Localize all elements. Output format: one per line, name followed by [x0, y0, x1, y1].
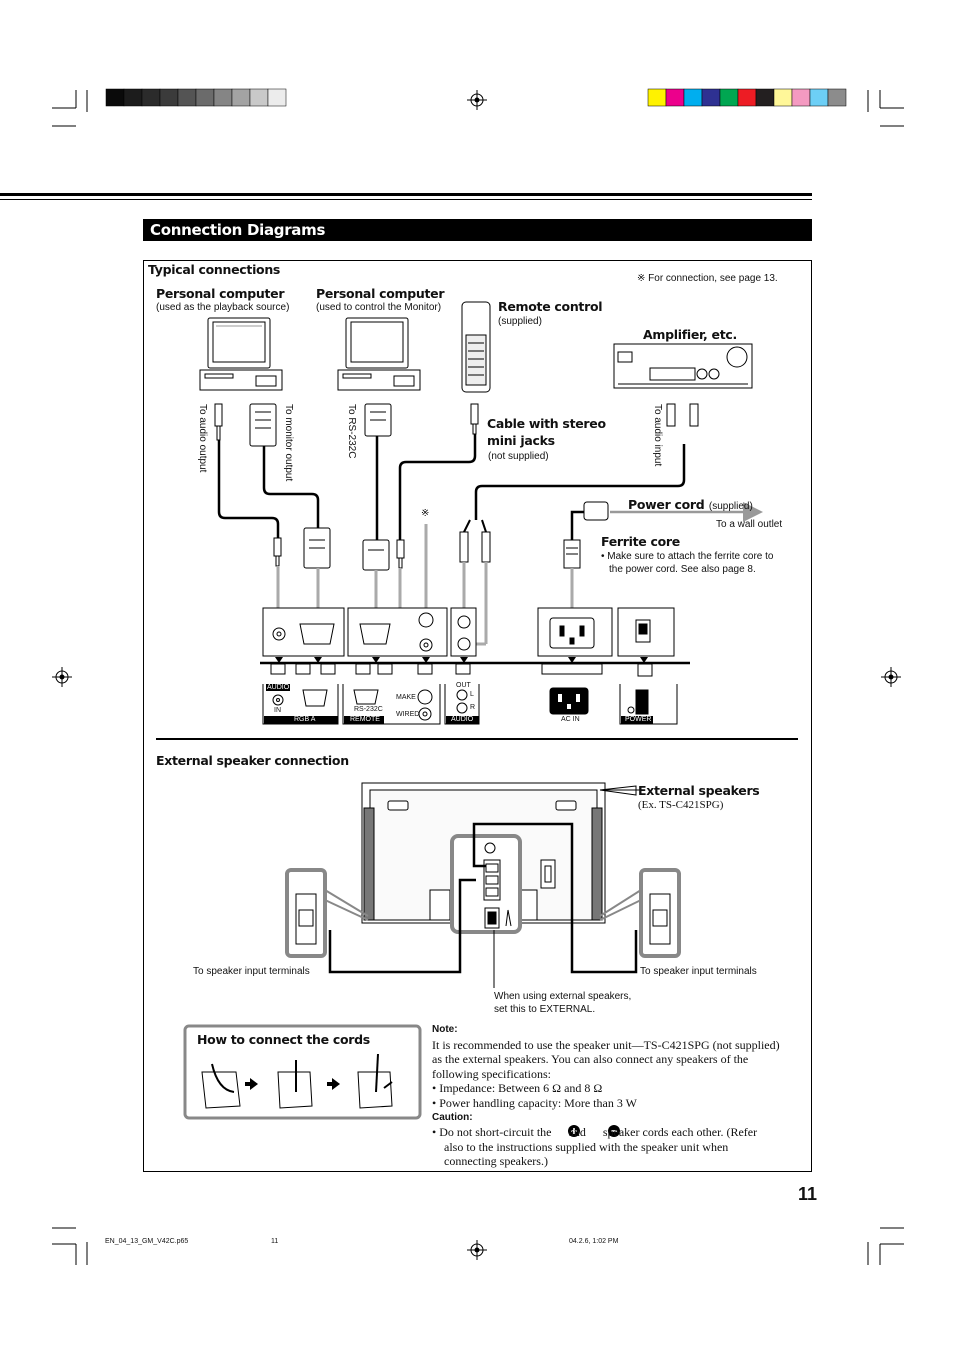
right-terminal-label: To speaker input terminals	[640, 966, 757, 977]
cables	[217, 432, 686, 540]
caution-line-1: • Do not short-circuit the and speaker cor…	[432, 1125, 812, 1140]
switch-note-1: When using external speakers,	[494, 991, 632, 1002]
note-block: Note: It is recommended to use the speak…	[432, 1023, 812, 1169]
label-audio-out: AUDIO	[451, 716, 474, 723]
label-rgb-a: RGB A	[294, 716, 316, 723]
gray-swatch	[267, 88, 287, 107]
cable-title-2: mini jacks	[487, 433, 555, 448]
switch-note-2: set this to EXTERNAL.	[494, 1004, 596, 1015]
label-in: IN	[274, 707, 281, 714]
diagram-frame	[143, 260, 812, 1172]
rear-panel	[262, 607, 675, 657]
label-l: L	[470, 691, 474, 698]
cords-title: How to connect the cords	[197, 1032, 370, 1047]
ferrite-title: Ferrite core	[601, 534, 680, 549]
ferrite-note-1: • Make sure to attach the ferrite core t…	[601, 551, 774, 562]
caution-line-3: connecting speakers.)	[444, 1154, 548, 1169]
footer-page: 11	[271, 1238, 279, 1245]
cable-sub: (not supplied)	[488, 451, 549, 462]
to-monitor-output: To monitor output	[283, 404, 294, 482]
ferrite-note-2: the power cord. See also page 8.	[609, 564, 756, 575]
typical-title: Typical connections	[148, 262, 281, 277]
pc1-title: Personal computer	[156, 286, 285, 301]
remote-sub: (supplied)	[498, 316, 542, 327]
asterisk-mark: ※	[421, 508, 430, 519]
section-title-bar: Connection Diagrams	[143, 219, 812, 241]
note-heading: Note:	[432, 1024, 458, 1035]
power-cord-sub: (supplied)	[708, 501, 753, 512]
power-cord-label: Power cord (supplied)	[628, 496, 753, 514]
caution-line-2: also to the instructions supplied with t…	[444, 1139, 729, 1154]
footer-date: 04.2.6, 1:02 PM	[569, 1238, 619, 1245]
note-line-2: as the external speakers. You can also c…	[432, 1052, 749, 1067]
pc2-illustration	[337, 317, 421, 391]
caution-heading: Caution:	[432, 1111, 473, 1123]
label-make: MAKE	[396, 694, 416, 701]
label-ac-in: AC IN	[561, 716, 580, 723]
label-rs232c: RS-232C	[354, 706, 383, 713]
caution-1c: speaker cords each other. (Refer	[602, 1125, 758, 1140]
pc2-title: Personal computer	[316, 286, 445, 301]
cable-title-1: Cable with stereo	[487, 416, 606, 431]
footnote: ※ For connection, see page 13.	[637, 273, 778, 284]
pc2-sub: (used to control the Monitor)	[316, 302, 442, 313]
to-rs232c: To RS-232C	[346, 404, 357, 459]
label-r: R	[470, 704, 476, 711]
label-out: OUT	[456, 682, 471, 689]
amplifier-illustration	[613, 343, 753, 389]
pc1-illustration	[199, 317, 283, 391]
wall-outlet-label: To a wall outlet	[716, 519, 783, 530]
label-audio: AUDIO	[266, 684, 291, 691]
to-audio-input: To audio input	[652, 404, 663, 467]
external-speakers-title: External speakers	[638, 783, 760, 798]
note-line-1: It is recommended to use the speaker uni…	[432, 1037, 780, 1052]
left-terminal-label: To speaker input terminals	[193, 966, 310, 977]
external-speakers-sub: (Ex. TS-C421SPG)	[638, 799, 724, 811]
remote-title: Remote control	[498, 299, 603, 314]
note-bullet-1: • Impedance: Between 6 Ω and 8 Ω	[432, 1081, 603, 1096]
label-remote: REMOTE	[350, 716, 380, 723]
footer-file: EN_04_13_GM_V42C.p65	[105, 1238, 189, 1245]
label-wired: WIRED	[396, 711, 420, 718]
caution-1b: and	[568, 1125, 586, 1140]
caution-1a: • Do not short-circuit the	[432, 1125, 552, 1140]
connector-plugs	[214, 403, 699, 571]
power-cord-title: Power cord	[628, 497, 705, 512]
note-bullet-2: • Power handling capacity: More than 3 W	[432, 1095, 637, 1110]
label-power: POWER	[625, 716, 652, 723]
color-swatch	[827, 88, 847, 107]
page-number: 11	[798, 1184, 818, 1204]
section-title: Connection Diagrams	[150, 221, 326, 239]
external-title: External speaker connection	[156, 753, 349, 768]
pc1-sub: (used as the playback source)	[156, 302, 290, 313]
to-audio-output: To audio output	[197, 404, 208, 473]
monitor-back	[361, 782, 606, 934]
amp-title: Amplifier, etc.	[643, 327, 737, 342]
note-line-3: following specifications:	[432, 1066, 551, 1081]
remote-illustration	[461, 301, 491, 393]
